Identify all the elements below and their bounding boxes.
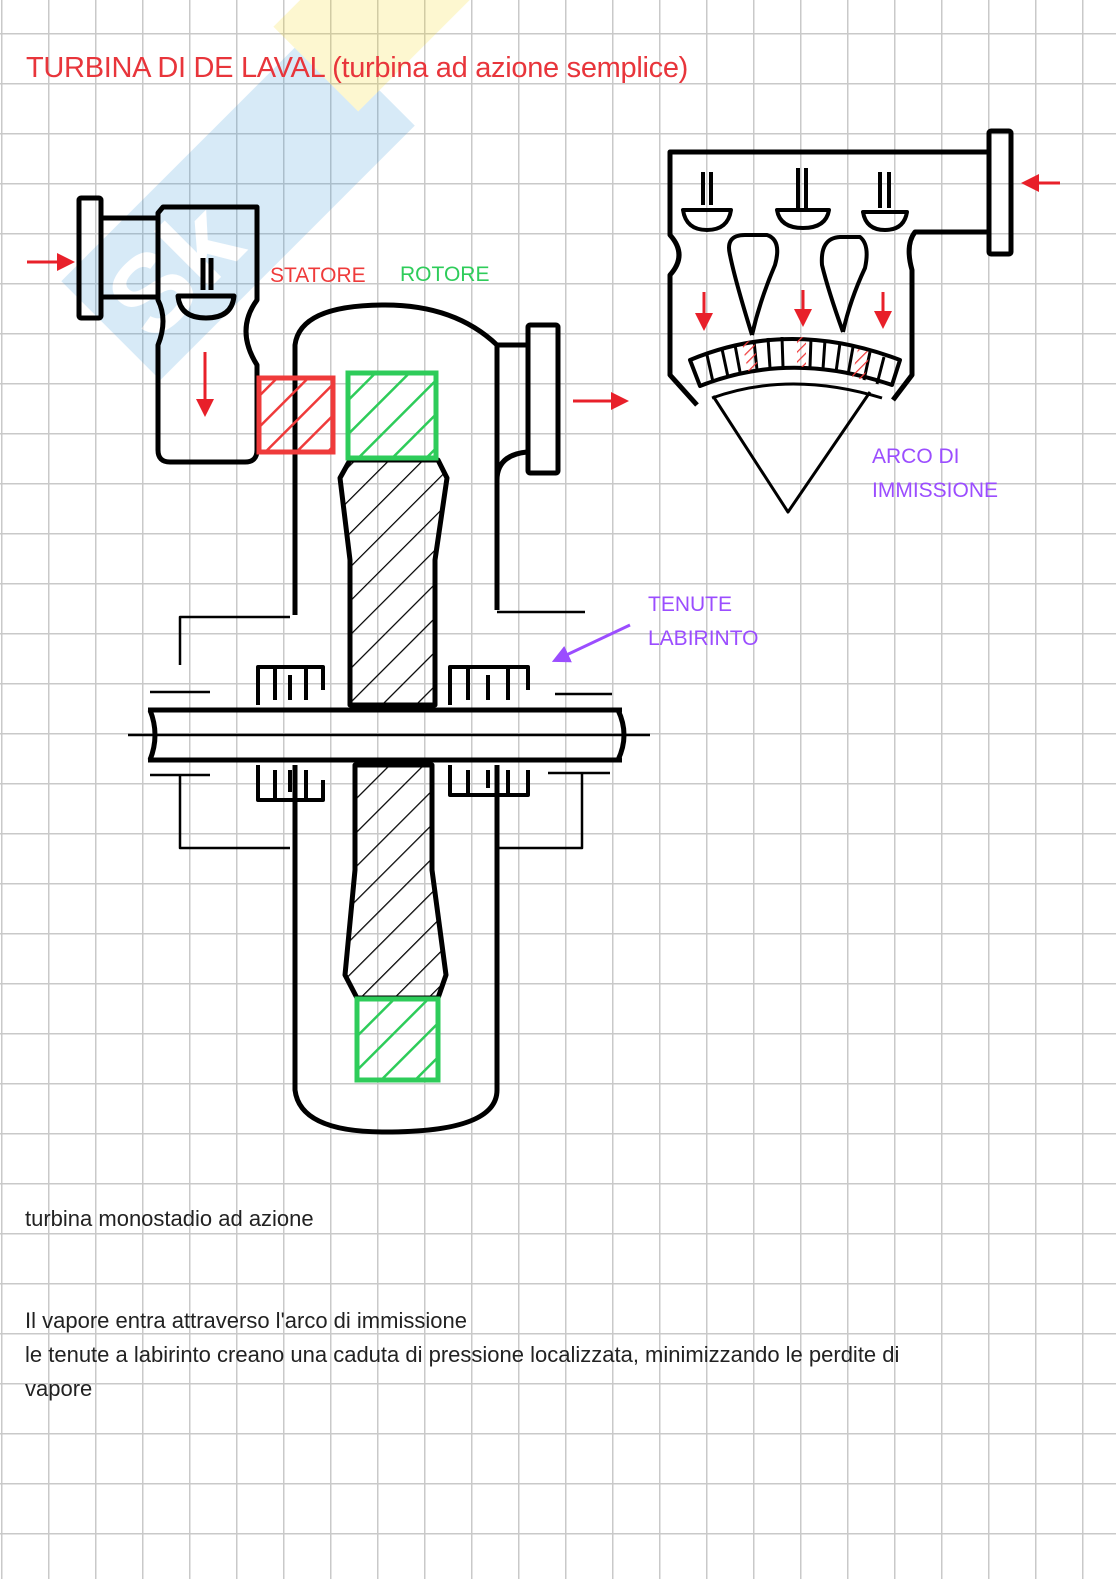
label-rotore: ROTORE — [400, 263, 489, 286]
label-tenute-line2: LABIRINTO — [648, 627, 758, 650]
labyrinth-seals — [256, 665, 530, 802]
rotor-disk — [337, 457, 450, 1001]
page-title: TURBINA DI DE LAVAL (turbina ad azione s… — [26, 52, 689, 84]
paragraph-line: le tenute a labirinto creano una caduta … — [25, 1342, 900, 1367]
subtitle-text: turbina monostadio ad azione — [25, 1206, 314, 1231]
rotor-block-bottom — [354, 996, 441, 1083]
steam-flow-arrows — [27, 174, 1060, 417]
inlet-nozzle-box — [76, 195, 260, 465]
paragraph-line: Il vapore entra attraverso l'arco di imm… — [25, 1308, 467, 1333]
admission-arc-diagram — [667, 128, 1014, 514]
blade-hatch — [705, 336, 886, 385]
label-statore: STATORE — [270, 264, 366, 287]
label-arco-line2: IMMISSIONE — [872, 479, 998, 502]
rotor-block-top — [345, 370, 439, 461]
label-arco-line1: ARCO DI — [872, 445, 960, 468]
label-tenute-line1: TENUTE — [648, 593, 732, 616]
watermark-graphic: Sk — [61, 0, 493, 381]
annotation-arrow-icon — [551, 623, 631, 663]
stator-block — [256, 375, 336, 455]
paragraph-line: vapore — [25, 1376, 93, 1401]
watermark-logo: Sk — [40, 0, 553, 405]
bearing-supports — [150, 610, 612, 850]
turbine-casing — [292, 302, 561, 1135]
shaft — [128, 707, 650, 763]
